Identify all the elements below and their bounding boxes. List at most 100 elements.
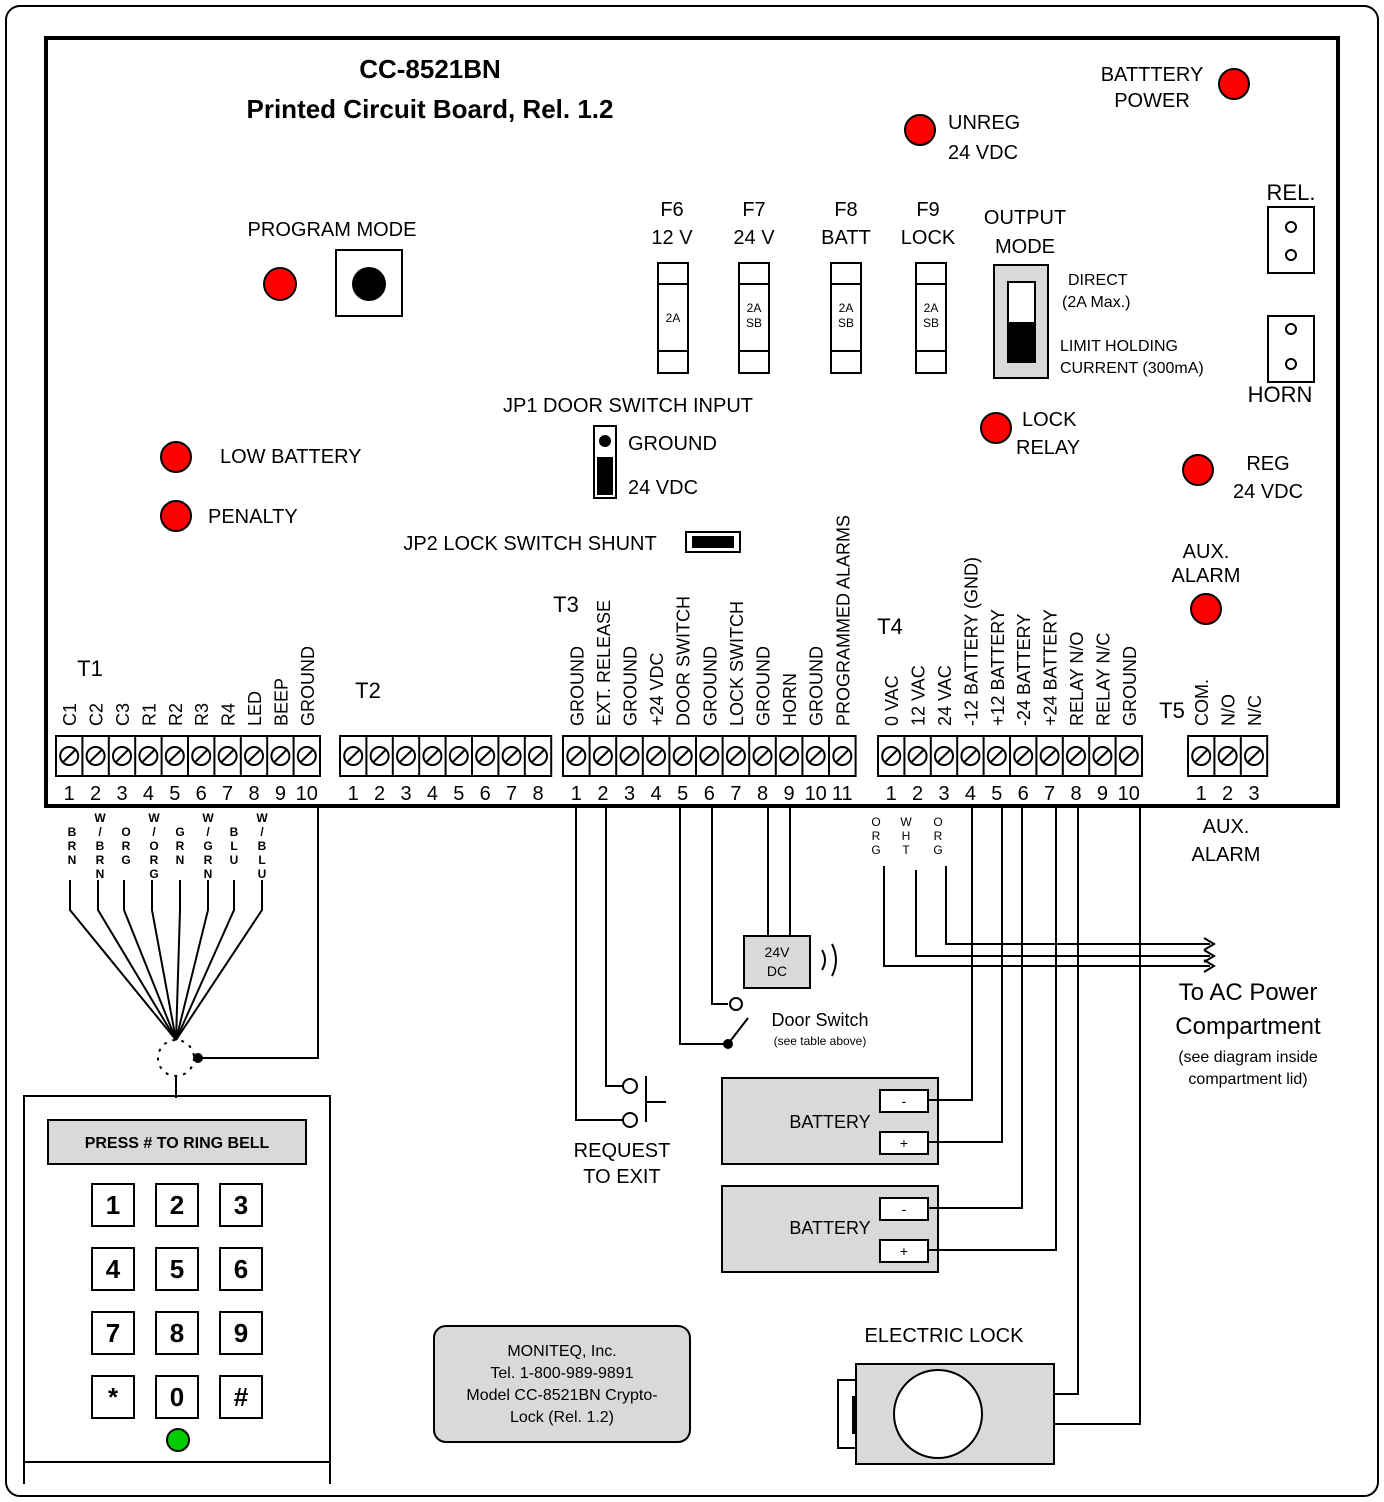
terminal-number: 3 bbox=[1248, 783, 1259, 805]
lock-relay-led bbox=[980, 412, 1012, 444]
keypad-key-label: 9 bbox=[234, 1318, 248, 1348]
company-info: MONITEQ, Inc. Tel. 1-800-989-9891 Model … bbox=[433, 1325, 691, 1443]
keypad-key-label: 5 bbox=[170, 1254, 184, 1284]
t3-label: T3 bbox=[553, 592, 579, 617]
wire-color-letter: G bbox=[149, 867, 158, 881]
output-mode-label-1: OUTPUT bbox=[984, 207, 1066, 229]
terminal-number: 5 bbox=[677, 783, 688, 805]
pcb-outline bbox=[44, 36, 1340, 808]
wire-color-letter: U bbox=[258, 867, 267, 881]
wire-color-letter: R bbox=[176, 839, 185, 853]
keypad-key: 8 bbox=[155, 1311, 199, 1355]
fuse-f7: F7 24 V 2A SB bbox=[733, 199, 775, 374]
fuse-name: F6 bbox=[660, 199, 683, 221]
jp1-24vdc-label: 24 VDC bbox=[628, 477, 698, 499]
terminal-pin-label: BEEP bbox=[271, 678, 291, 726]
wire-color-letter: B bbox=[96, 839, 105, 853]
output-mode-label-2: MODE bbox=[995, 236, 1055, 258]
svg-text:+: + bbox=[900, 1243, 908, 1259]
terminal-pin-label: 12 VAC bbox=[909, 665, 929, 726]
terminal-pin-label: +24 VDC bbox=[647, 652, 667, 726]
terminal-number: 8 bbox=[757, 783, 768, 805]
terminal-pin-label: +12 BATTERY bbox=[988, 609, 1008, 726]
terminal-pin-label: HORN bbox=[780, 673, 800, 726]
program-mode-label: PROGRAM MODE bbox=[248, 219, 417, 241]
terminal-pin-label: GROUND bbox=[754, 646, 774, 726]
reg-label-2: 24 VDC bbox=[1233, 481, 1303, 503]
wire-color-letter: W bbox=[202, 811, 214, 825]
fuse-rating: LOCK bbox=[901, 227, 956, 249]
t2-label: T2 bbox=[355, 678, 381, 703]
terminal-pin-label: RELAY N/O bbox=[1067, 632, 1087, 726]
t5-caption-1: AUX. bbox=[1203, 816, 1250, 838]
horn-label: HORN bbox=[1248, 382, 1313, 407]
ac-wire-color-letter: W bbox=[900, 815, 912, 829]
terminal-number: 10 bbox=[805, 783, 827, 805]
terminal-pin-label: GROUND bbox=[700, 646, 720, 726]
horn-pin-1 bbox=[1285, 323, 1297, 335]
terminal-number: 4 bbox=[651, 783, 662, 805]
company-line-2: Tel. 1-800-989-9891 bbox=[490, 1365, 633, 1382]
terminal-pin-label: -12 BATTERY (GND) bbox=[961, 557, 981, 726]
terminal-number: 6 bbox=[196, 783, 207, 805]
ac-power-label-2: Compartment bbox=[1175, 1013, 1321, 1040]
terminal-number: 9 bbox=[275, 783, 286, 805]
wire-color-letter: B bbox=[230, 825, 239, 839]
limit-label-1: LIMIT HOLDING bbox=[1060, 338, 1178, 355]
terminal-number: 4 bbox=[427, 783, 438, 805]
keypad-banner-text: PRESS # TO RING BELL bbox=[85, 1135, 270, 1152]
wire-color-letter: O bbox=[149, 839, 158, 853]
fuse-label-1: 2A bbox=[666, 311, 681, 325]
jp1-label: JP1 DOOR SWITCH INPUT bbox=[503, 395, 753, 417]
ac-wire-color-letter: G bbox=[933, 843, 942, 857]
fuse-label-1: 2A bbox=[924, 301, 939, 315]
terminal-pin-label: C1 bbox=[60, 703, 80, 726]
terminal-number: 1 bbox=[348, 783, 359, 805]
keypad-key: 7 bbox=[91, 1311, 135, 1355]
rel-label: REL. bbox=[1267, 180, 1316, 205]
ac-power-label-4: compartment lid) bbox=[1188, 1071, 1307, 1088]
wire-color-letter: G bbox=[175, 825, 184, 839]
keypad-key-label: 0 bbox=[170, 1382, 184, 1412]
wire-color-letter: N bbox=[68, 853, 77, 867]
terminal-number: 1 bbox=[571, 783, 582, 805]
battery-power-label-1: BATTTERY bbox=[1101, 64, 1204, 86]
wire-color-letter: G bbox=[203, 839, 212, 853]
svg-text:+: + bbox=[900, 1135, 908, 1151]
terminal-number: 3 bbox=[938, 783, 949, 805]
terminal-number: 11 bbox=[832, 783, 853, 805]
wire-color-letter: R bbox=[68, 839, 77, 853]
jp1-ground-label: GROUND bbox=[628, 433, 717, 455]
keypad-key-label: * bbox=[108, 1382, 119, 1412]
direct-label-2: (2A Max.) bbox=[1062, 294, 1130, 311]
aux-alarm-led bbox=[1190, 593, 1222, 625]
board-subtitle: Printed Circuit Board, Rel. 1.2 bbox=[247, 94, 614, 124]
keypad-key-label: 6 bbox=[234, 1254, 248, 1284]
terminal-pin-label: RELAY N/C bbox=[1093, 633, 1113, 726]
door-switch-label-1: Door Switch bbox=[771, 1010, 868, 1030]
terminal-number: 6 bbox=[480, 783, 491, 805]
fuse-label-2: SB bbox=[923, 316, 939, 330]
fuse-rating: 24 V bbox=[733, 227, 775, 249]
fuse-body bbox=[830, 262, 862, 374]
reg-led bbox=[1182, 454, 1214, 486]
battery-label: BATTERY bbox=[789, 1218, 870, 1238]
reg-label-1: REG bbox=[1246, 453, 1289, 475]
terminal-pin-label: EXT. RELEASE bbox=[594, 600, 614, 726]
terminal-pin-label: LOCK SWITCH bbox=[727, 601, 747, 726]
t1-label: T1 bbox=[77, 656, 103, 681]
wire-color-letter: G bbox=[121, 853, 130, 867]
wire-color-letter: N bbox=[96, 867, 105, 881]
wire-color-letter: W bbox=[94, 811, 106, 825]
terminal-number: 3 bbox=[624, 783, 635, 805]
fuse-name: F7 bbox=[742, 199, 765, 221]
ac-wire-color-letter: R bbox=[872, 829, 881, 843]
keypad-key: 6 bbox=[219, 1247, 263, 1291]
terminal-number: 5 bbox=[991, 783, 1002, 805]
terminal-pin-label: GROUND bbox=[567, 646, 587, 726]
request-to-exit-label-1: REQUEST bbox=[574, 1140, 671, 1162]
